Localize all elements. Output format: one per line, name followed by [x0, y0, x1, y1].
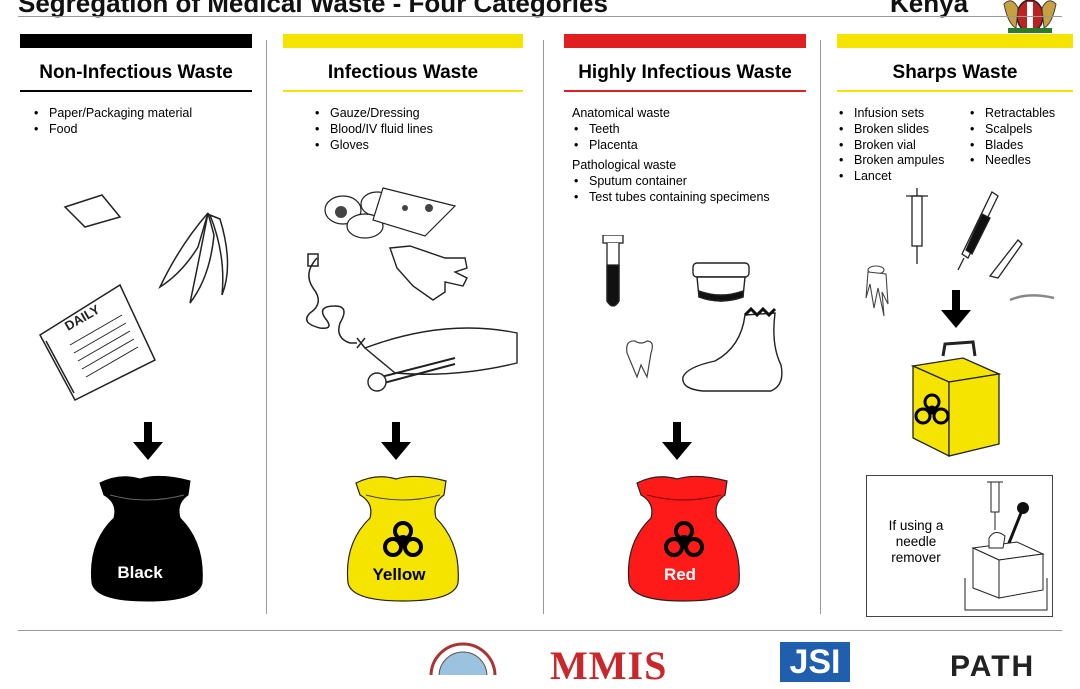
list-item: Needles	[968, 153, 1068, 169]
list-item: Broken slides	[837, 122, 967, 138]
item-list: Infusion sets Broken slides Broken vial …	[837, 106, 967, 185]
category-title: Highly Infectious Waste	[578, 62, 792, 83]
list-item: Gauze/Dressing	[313, 106, 523, 122]
column-divider	[820, 40, 821, 614]
category-color-bar	[564, 34, 806, 48]
broken-ampule-icon	[865, 265, 889, 317]
item-list: Gauze/Dressing Blood/IV fluid lines Glov…	[313, 106, 523, 153]
category-title: Infectious Waste	[327, 62, 479, 83]
list-item: Gloves	[313, 138, 523, 154]
syringe-icon	[906, 188, 928, 264]
non-infectious-illustration: DAILY	[39, 194, 229, 401]
needle-remover-box: If using a needle remover	[866, 475, 1053, 617]
arrow-down-icon	[941, 290, 971, 328]
kenya-coat-of-arms-icon	[1003, 0, 1057, 33]
highly-infectious-illustration	[602, 235, 783, 392]
list-item: Sputum container	[572, 174, 806, 190]
category-title: Sharps Waste	[892, 62, 1018, 83]
paper-scrap-icon	[63, 194, 122, 228]
yellow-waste-bag-icon	[346, 475, 459, 602]
sharps-illustration	[865, 188, 1055, 317]
footer-divider	[18, 630, 1062, 631]
category-color-bar	[20, 34, 252, 48]
list-item: Scalpels	[968, 122, 1068, 138]
foot-icon	[682, 312, 783, 392]
bag-label: Black	[117, 563, 163, 582]
scalpel-icon	[988, 239, 1023, 279]
list-item: Teeth	[572, 122, 806, 138]
item-list: Paper/Packaging material Food	[32, 106, 252, 138]
column-infectious: Infectious Waste Gauze/Dressing Blood/IV…	[283, 34, 523, 153]
title-underline	[837, 90, 1073, 92]
list-item: Paper/Packaging material	[32, 106, 252, 122]
path-logo: PATH	[950, 650, 1036, 683]
biohazard-icon	[383, 521, 423, 557]
column-divider	[266, 40, 267, 614]
list-item: Test tubes containing specimens	[572, 190, 806, 206]
banana-peel-icon	[158, 212, 229, 304]
group-label: Anatomical waste	[572, 106, 670, 120]
category-color-bar	[283, 34, 523, 48]
column-sharps: Sharps Waste Infusion sets Broken slides…	[837, 34, 1073, 185]
list-item: Food	[32, 122, 252, 138]
list-item: Retractables	[968, 106, 1068, 122]
arrow-down-icon	[381, 422, 411, 460]
test-tube-icon	[602, 235, 624, 307]
needle-remover-icon	[964, 481, 1048, 611]
item-list: Teeth Placenta	[572, 122, 806, 154]
country-label: Kenya	[890, 0, 969, 18]
retractable-syringe-icon	[957, 191, 999, 271]
column-divider	[543, 40, 544, 614]
lancet-icon	[1009, 294, 1055, 302]
title-underline	[564, 90, 806, 92]
list-item: Broken vial	[837, 138, 967, 154]
mmis-logo: MMIS	[550, 643, 668, 688]
item-list: Retractables Scalpels Blades Needles	[968, 106, 1068, 169]
title-underline	[283, 90, 523, 92]
iv-line-icon	[305, 253, 366, 349]
page-title: Segregation of Medical Waste - Four Cate…	[18, 0, 608, 18]
bag-label: Red	[663, 565, 697, 584]
gauze-icon	[324, 187, 457, 239]
header-divider	[18, 16, 1062, 17]
category-title: Non-Infectious Waste	[39, 62, 233, 83]
list-item: Placenta	[572, 138, 806, 154]
biohazard-icon	[664, 521, 704, 557]
seal-logo	[429, 642, 497, 675]
arrow-down-icon	[662, 422, 692, 460]
forceps-swab-icon	[363, 327, 518, 392]
title-underline	[20, 90, 252, 92]
black-waste-bag-icon	[90, 475, 203, 602]
jsi-logo: JSI	[780, 642, 850, 682]
specimen-container-icon	[692, 262, 750, 302]
needle-remover-text: If using a needle remover	[888, 518, 944, 565]
list-item: Infusion sets	[837, 106, 967, 122]
newspaper-icon: DAILY	[39, 283, 156, 401]
column-non-infectious: Non-Infectious Waste Paper/Packaging mat…	[20, 34, 252, 138]
list-item: Broken ampules	[837, 153, 967, 169]
group-label: Pathological waste	[572, 158, 677, 173]
list-item: Blood/IV fluid lines	[313, 122, 523, 138]
sharps-container-icon	[910, 340, 1002, 458]
list-item: Blades	[968, 138, 1068, 154]
arrow-down-icon	[133, 422, 163, 460]
biohazard-icon	[914, 393, 950, 425]
category-color-bar	[837, 34, 1073, 48]
bag-label: Yellow	[372, 565, 426, 584]
item-list: Sputum container Test tubes containing s…	[572, 174, 806, 206]
glove-icon	[389, 245, 468, 301]
column-highly-infectious: Highly Infectious Waste Anatomical waste…	[564, 34, 806, 206]
infectious-illustration	[305, 187, 518, 392]
tooth-icon	[626, 340, 653, 379]
list-item: Lancet	[837, 169, 967, 185]
red-waste-bag-icon	[627, 475, 740, 602]
